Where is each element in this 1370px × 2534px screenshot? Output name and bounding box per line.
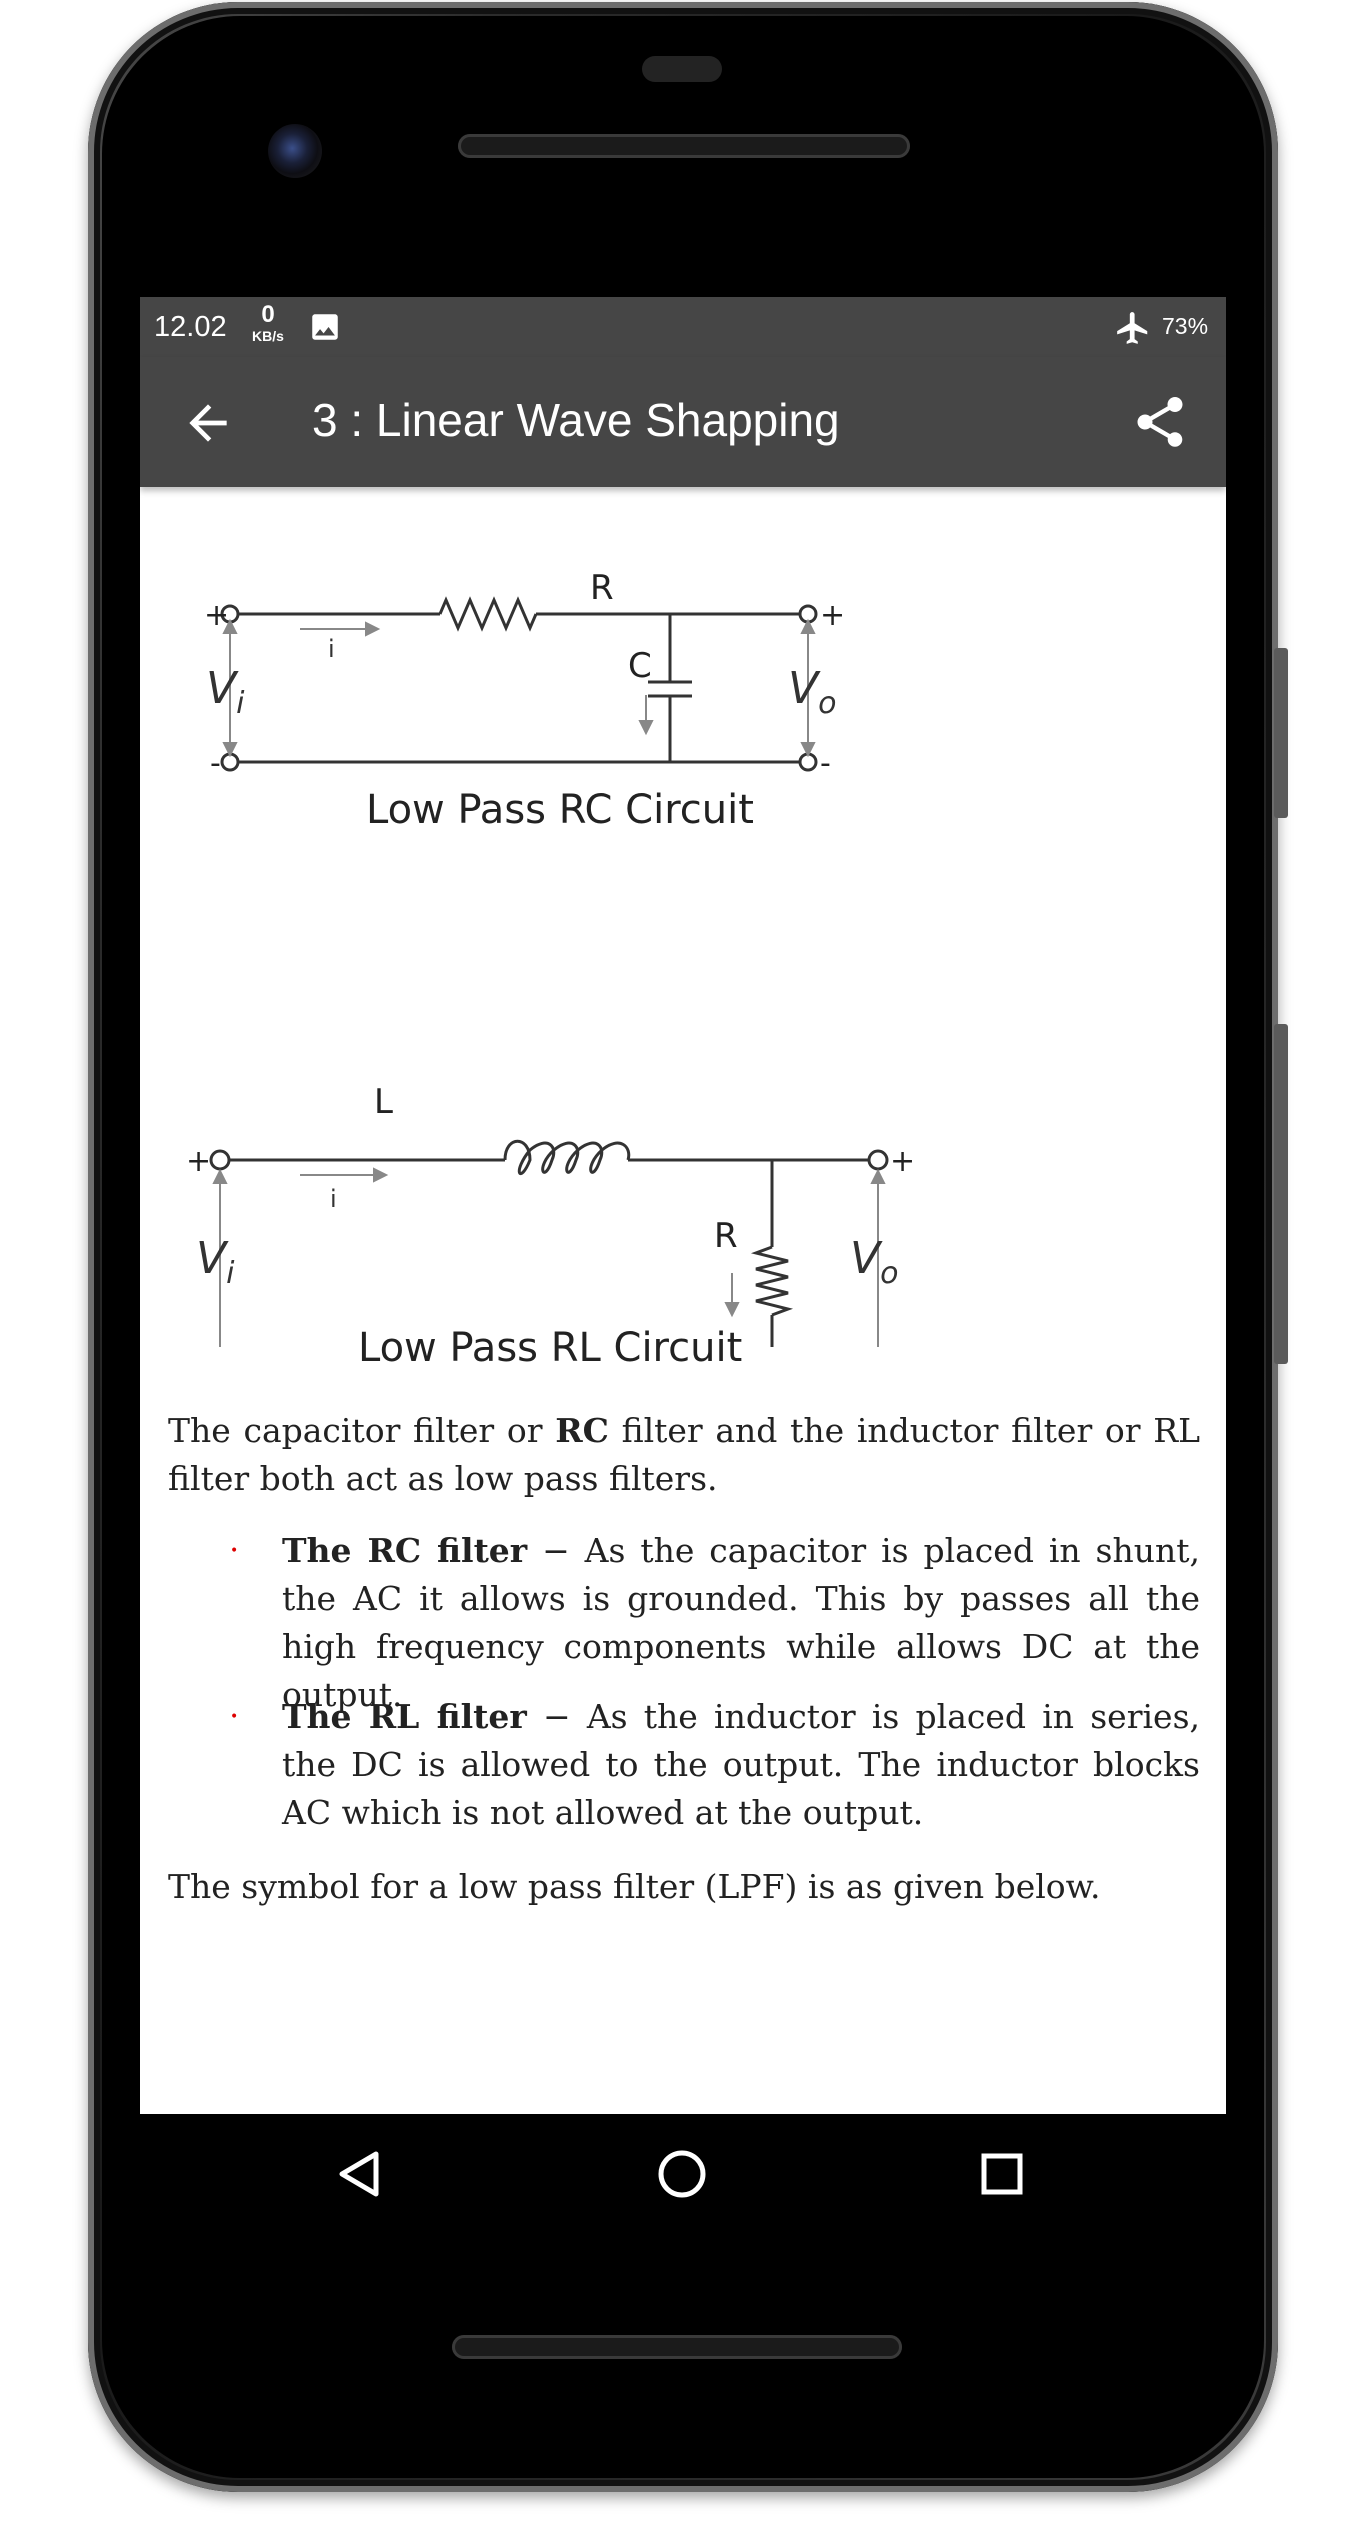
rl-plus-out: + xyxy=(890,1144,915,1179)
bullet-2-title: The RL filter xyxy=(282,1697,527,1736)
rl-series-label: L xyxy=(374,1082,393,1122)
battery-level: 73% xyxy=(1162,313,1209,339)
nav-back-icon[interactable] xyxy=(330,2144,390,2204)
nav-recents-icon[interactable] xyxy=(972,2144,1032,2204)
rc-output-voltage-label: V xyxy=(788,663,821,714)
intro-text-1: The capacitor filter or xyxy=(168,1411,556,1450)
rl-output-voltage-sub: o xyxy=(880,1256,898,1291)
network-speed-value: 0 xyxy=(261,301,275,328)
rc-circuit-caption: Low Pass RC Circuit xyxy=(366,787,754,833)
rl-input-voltage-label: V xyxy=(196,1233,229,1284)
rc-circuit-figure: R C i + - + - Vi Vo xyxy=(200,527,900,787)
rl-output-voltage-label: V xyxy=(850,1233,883,1284)
svg-text:Vo: Vo xyxy=(850,1233,898,1291)
rc-current-label: i xyxy=(328,635,335,663)
power-button xyxy=(1274,648,1288,818)
status-bar: 12.02 0 KB/s 73% xyxy=(140,297,1226,357)
rc-minus-out: - xyxy=(820,746,831,781)
svg-text:Vi: Vi xyxy=(196,1233,235,1291)
rl-circuit-figure: L R i + - + - Vi Vo xyxy=(160,1047,930,1399)
earpiece-speaker xyxy=(458,134,910,158)
status-time: 12.02 xyxy=(154,311,227,343)
network-speed-unit: KB/s xyxy=(252,328,284,344)
rc-plus-in: + xyxy=(204,598,229,633)
rl-shunt-label: R xyxy=(714,1216,738,1256)
intro-paragraph: The capacitor filter or RC filter and th… xyxy=(168,1407,1200,1503)
sensor-slot xyxy=(642,56,722,82)
rl-circuit-caption: Low Pass RL Circuit xyxy=(358,1325,743,1371)
rl-current-label: i xyxy=(330,1185,337,1213)
network-speed: 0 KB/s xyxy=(246,301,290,344)
airplane-mode-icon xyxy=(1114,309,1152,352)
page-title: 3 : Linear Wave Shapping xyxy=(312,394,840,446)
svg-text:Vi: Vi xyxy=(206,663,245,721)
list-item: • The RL filter − As the inductor is pla… xyxy=(230,1693,1200,1837)
navigation-bar xyxy=(140,2114,1226,2234)
list-item: • The RC filter − As the capacitor is pl… xyxy=(230,1527,1200,1719)
rc-output-voltage-sub: o xyxy=(818,686,836,721)
bottom-speaker xyxy=(452,2335,902,2359)
outro-paragraph: The symbol for a low pass filter (LPF) i… xyxy=(168,1867,1101,1906)
nav-home-icon[interactable] xyxy=(652,2144,712,2204)
bullet-1-text: − As the capacitor is placed in shunt, t… xyxy=(282,1531,1200,1714)
bullet-dot-icon: • xyxy=(230,1543,239,1559)
rl-plus-in: + xyxy=(186,1144,211,1179)
bullet-1-title: The RC filter xyxy=(282,1531,528,1570)
arrow-back-icon[interactable] xyxy=(180,395,236,451)
intro-bold-rc: RC xyxy=(555,1411,609,1450)
rc-minus-in: - xyxy=(210,746,221,781)
app-bar: 3 : Linear Wave Shapping xyxy=(140,357,1226,487)
rc-plus-out: + xyxy=(820,598,845,633)
share-icon[interactable] xyxy=(1130,391,1190,453)
intro-text-2: filter and the inductor filter or RL fil… xyxy=(168,1411,1200,1498)
rl-input-voltage-sub: i xyxy=(226,1256,235,1291)
bullet-2-text: − As the inductor is placed in series, t… xyxy=(282,1697,1200,1832)
svg-text:Vo: Vo xyxy=(788,663,836,721)
rc-series-label: R xyxy=(590,568,614,608)
rc-shunt-label: C xyxy=(628,646,652,686)
volume-button xyxy=(1274,1024,1288,1364)
rc-input-voltage-label: V xyxy=(206,663,239,714)
front-camera xyxy=(268,124,322,178)
bullet-dot-icon: • xyxy=(230,1709,239,1725)
image-icon xyxy=(308,310,342,349)
screen: 12.02 0 KB/s 73% 3 : Linear Wave Shappin… xyxy=(140,297,1226,2114)
rc-input-voltage-sub: i xyxy=(236,686,245,721)
